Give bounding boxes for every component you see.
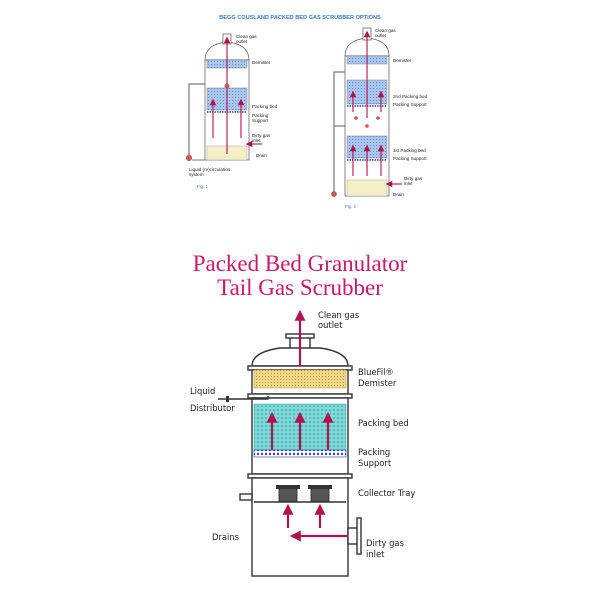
fig1-label-demister: Demister bbox=[252, 60, 271, 65]
fig1-label-drain: Drain bbox=[256, 153, 267, 158]
label-liquid: Liquid bbox=[190, 386, 215, 396]
fig1-label-clean-gas-2: outlet bbox=[236, 39, 248, 44]
lower-shell bbox=[251, 477, 349, 577]
fig2-label-packing-support-2: Packing Support bbox=[393, 102, 427, 107]
liquid-distributor-pipe bbox=[218, 396, 269, 400]
label-clean-gas-2: outlet bbox=[318, 320, 343, 330]
fig1-column bbox=[185, 33, 262, 161]
main-title-line2: Tail Gas Scrubber bbox=[217, 275, 383, 300]
chimney-cap-left bbox=[276, 485, 300, 489]
packing-support bbox=[253, 449, 347, 458]
label-collector-tray: Collector Tray bbox=[358, 488, 415, 498]
drain-nozzle bbox=[239, 493, 253, 501]
fig2-column bbox=[331, 27, 402, 197]
fig1-label-liquid-1: Liquid (re)circulation bbox=[189, 167, 231, 172]
fig2-label-packing-bed-2: 2nd Packing bed bbox=[393, 94, 428, 99]
top-title: BEGG COUSLAND PACKED BED GAS SCRUBBER OP… bbox=[219, 15, 381, 21]
label-packing-support-1: Packing bbox=[358, 447, 390, 457]
fig1-label-dirty-gas-1: Dirty gas bbox=[252, 133, 271, 138]
fig1-label-dirty-gas-2: inlet bbox=[252, 138, 261, 143]
fig1-label-liquid-2: system bbox=[189, 172, 204, 177]
fig1-label-packing-bed: Packing bed bbox=[252, 104, 278, 109]
demister-pad bbox=[253, 369, 347, 389]
fig2-label-demister: Demister bbox=[393, 58, 412, 63]
label-drains: Drains bbox=[212, 532, 239, 542]
fig2-label-drain: Drain bbox=[393, 192, 404, 197]
inlet-flange bbox=[356, 517, 362, 555]
fig1-label-packing-support-1: Packing bbox=[252, 113, 269, 118]
fig2-label-dirty-gas-1: Dirty gas bbox=[404, 176, 423, 181]
label-packing-support-2: Support bbox=[358, 458, 392, 468]
chimney-cap-right bbox=[308, 485, 332, 489]
fig2-label-packing-support-1: Packing Support bbox=[393, 156, 427, 161]
fig2-label-dirty-gas-2: inlet bbox=[404, 181, 413, 186]
label-demister-1: BlueFil® bbox=[358, 367, 394, 377]
fig2-label-clean-gas-2: outlet bbox=[375, 33, 387, 38]
label-dirty-gas-1: Dirty gas bbox=[366, 538, 404, 548]
fig2-caption: Fig. 2 bbox=[345, 204, 357, 209]
label-distributor: Distributor bbox=[190, 403, 235, 413]
collector-tray-chimney-left bbox=[278, 487, 298, 503]
label-demister-2: Demister bbox=[358, 378, 397, 388]
label-dirty-gas-2: inlet bbox=[366, 549, 385, 559]
collector-tray-chimney-right bbox=[310, 487, 330, 503]
fig1-caption: Fig. 1 bbox=[197, 184, 209, 189]
fig1-label-packing-support-2: Support bbox=[252, 118, 269, 123]
fig2-label-clean-gas-1: Clean gas bbox=[375, 28, 396, 33]
distributor-flange bbox=[226, 396, 229, 402]
fig1-label-clean-gas-1: Clean gas bbox=[236, 34, 257, 39]
fig2-label-packing-bed-1: 1st Packing bed bbox=[393, 148, 426, 153]
main-title-line1: Packed Bed Granulator bbox=[193, 251, 408, 276]
label-clean-gas-1: Clean gas bbox=[318, 310, 359, 320]
label-packing-bed: Packing bed bbox=[358, 418, 409, 428]
